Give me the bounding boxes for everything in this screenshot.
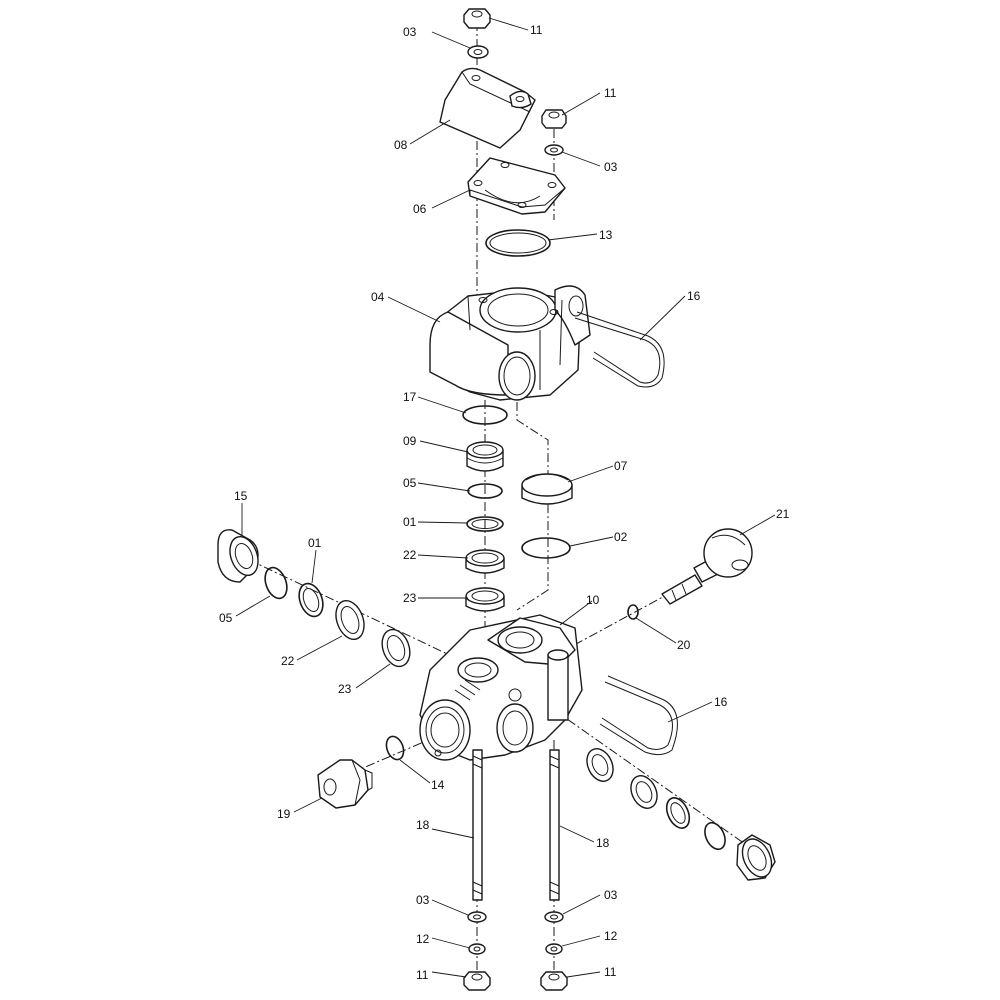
seat-23-center bbox=[465, 587, 505, 612]
callout-07: 07 bbox=[614, 459, 628, 473]
handle-16-top bbox=[574, 311, 665, 388]
callout-14: 14 bbox=[431, 778, 445, 792]
nut-11-bottom-left bbox=[463, 971, 491, 991]
callout-01: 01 bbox=[308, 536, 322, 550]
lock-washer-12-right bbox=[545, 943, 563, 955]
seat-right-1 bbox=[586, 748, 614, 782]
callout-12: 12 bbox=[604, 929, 618, 943]
callout-21: 21 bbox=[776, 507, 790, 521]
callout-10: 10 bbox=[586, 593, 600, 607]
handle-16-bottom bbox=[599, 675, 678, 756]
ring-right-1 bbox=[665, 797, 691, 829]
callout-05: 05 bbox=[219, 611, 233, 625]
seat-right-2 bbox=[630, 775, 658, 809]
plug-15 bbox=[217, 529, 259, 583]
callout-20: 20 bbox=[677, 638, 691, 652]
nut-11-top bbox=[463, 8, 491, 29]
plug-19 bbox=[317, 759, 373, 809]
callout-11: 11 bbox=[604, 86, 617, 100]
o-ring-17 bbox=[462, 405, 508, 425]
o-ring-right bbox=[704, 821, 726, 851]
callout-01: 01 bbox=[403, 515, 417, 529]
callout-12: 12 bbox=[416, 932, 430, 946]
cover-08 bbox=[439, 67, 536, 149]
nut-11-right bbox=[541, 109, 567, 129]
stud-18-left bbox=[472, 749, 483, 901]
o-ring-02 bbox=[521, 537, 571, 559]
callout-06: 06 bbox=[413, 202, 427, 216]
nut-11-bottom-right bbox=[540, 971, 568, 991]
callout-17: 17 bbox=[403, 390, 417, 404]
seat-23-left bbox=[381, 628, 411, 668]
leader-lines bbox=[235, 17, 776, 978]
washer-03-right bbox=[544, 144, 564, 156]
washer-03-bottom-left bbox=[467, 911, 487, 923]
callout-11: 11 bbox=[530, 23, 543, 37]
callout-18: 18 bbox=[416, 818, 430, 832]
plate-06 bbox=[467, 157, 566, 215]
callout-11: 11 bbox=[416, 968, 429, 982]
cap-07 bbox=[521, 473, 573, 505]
ring-20 bbox=[627, 604, 639, 620]
o-ring-13 bbox=[485, 229, 551, 257]
seat-22-center bbox=[465, 549, 505, 574]
callout-04: 04 bbox=[371, 290, 385, 304]
seat-22-left bbox=[335, 599, 365, 641]
lever-21 bbox=[661, 528, 753, 605]
callout-03: 03 bbox=[416, 893, 430, 907]
ring-01-center bbox=[466, 516, 504, 532]
valve-body-10 bbox=[419, 614, 583, 761]
o-ring-14 bbox=[385, 735, 405, 761]
callout-03: 03 bbox=[604, 888, 618, 902]
stud-18-right bbox=[549, 749, 560, 901]
callout-03: 03 bbox=[403, 25, 417, 39]
plug-right bbox=[736, 834, 776, 881]
callout-22: 22 bbox=[403, 548, 417, 562]
washer-03-bottom-right bbox=[544, 911, 564, 923]
callout-03: 03 bbox=[604, 160, 618, 174]
callout-09: 09 bbox=[403, 434, 417, 448]
valve-body-04 bbox=[429, 285, 591, 401]
callout-11: 11 bbox=[604, 965, 617, 979]
callout-22: 22 bbox=[281, 654, 295, 668]
washer-03-top bbox=[467, 45, 489, 59]
callout-23: 23 bbox=[338, 682, 352, 696]
seat-09 bbox=[466, 441, 504, 472]
callout-23: 23 bbox=[403, 591, 417, 605]
callout-13: 13 bbox=[599, 228, 613, 242]
callout-labels: 11 03 08 11 03 06 13 04 16 17 09 07 05 0… bbox=[219, 23, 790, 982]
callout-02: 02 bbox=[614, 530, 628, 544]
callout-16: 16 bbox=[687, 289, 701, 303]
callout-15: 15 bbox=[234, 489, 248, 503]
callout-18: 18 bbox=[596, 836, 610, 850]
o-ring-05-left bbox=[264, 566, 288, 600]
callout-05: 05 bbox=[403, 476, 417, 490]
callout-16: 16 bbox=[714, 695, 728, 709]
lock-washer-12-left bbox=[468, 943, 486, 955]
ring-01-left bbox=[298, 582, 324, 618]
callout-08: 08 bbox=[394, 138, 408, 152]
callout-19: 19 bbox=[277, 807, 291, 821]
